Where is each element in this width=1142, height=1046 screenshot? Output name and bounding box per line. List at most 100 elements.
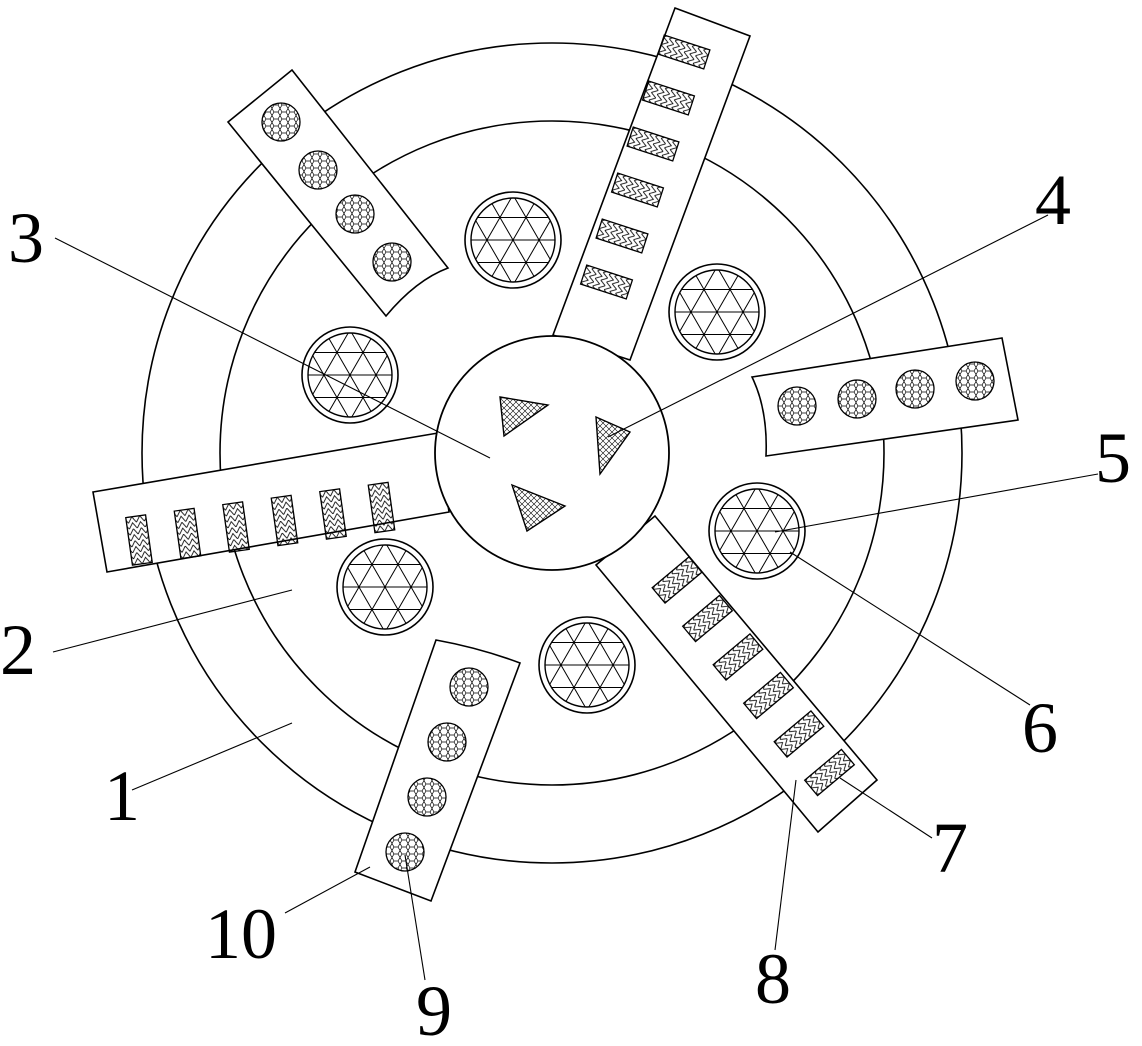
cable-4 xyxy=(336,538,434,636)
label-2: 2 xyxy=(0,610,36,690)
cable-group xyxy=(301,191,806,714)
strand-line xyxy=(369,545,427,629)
braid-slot xyxy=(595,218,649,254)
strand-line xyxy=(545,623,603,707)
leader-line-9 xyxy=(404,854,426,981)
braid-rect xyxy=(803,748,856,797)
strand-line xyxy=(571,623,629,707)
braid-rect xyxy=(651,555,703,605)
braid-slot xyxy=(626,126,680,162)
strand-line xyxy=(741,489,799,573)
cable-5 xyxy=(538,616,636,714)
core-triangle-1 xyxy=(499,396,550,438)
conductor-circle xyxy=(335,194,375,234)
braid-slot xyxy=(773,709,825,759)
conductor-circle xyxy=(895,369,935,409)
braid-slot xyxy=(579,264,634,300)
braid-rect xyxy=(173,507,202,560)
inner-ring xyxy=(219,120,885,786)
strand-line xyxy=(497,198,555,282)
fin-body xyxy=(226,68,450,318)
conductor-circle xyxy=(449,667,489,707)
fin-top xyxy=(551,6,752,361)
strand-line xyxy=(701,270,759,354)
leader-line-8 xyxy=(774,779,797,951)
conductor-circle xyxy=(298,150,338,190)
braid-slot xyxy=(125,514,153,566)
core-triangle-2 xyxy=(595,415,632,476)
strand-line xyxy=(545,623,603,707)
braid-slot xyxy=(641,80,696,116)
conductor-circle xyxy=(407,777,447,817)
leader-line-4 xyxy=(607,214,1049,438)
strand-line xyxy=(497,198,555,282)
label-1: 1 xyxy=(104,756,140,836)
strand-line xyxy=(701,270,759,354)
braid-slot xyxy=(681,594,734,643)
label-4: 4 xyxy=(1035,160,1071,240)
fin-left xyxy=(92,432,450,573)
strand-line xyxy=(471,198,529,282)
braid-slot xyxy=(222,501,250,553)
braid-rect xyxy=(367,481,396,534)
leader-line-3 xyxy=(54,237,491,459)
strand-line xyxy=(343,545,401,629)
braid-rect xyxy=(626,126,680,162)
strand-line xyxy=(741,489,799,573)
braid-rect xyxy=(125,514,153,566)
strand-line xyxy=(369,545,427,629)
strand-line xyxy=(471,198,529,282)
braid-slot xyxy=(712,632,764,682)
braid-slot xyxy=(742,671,795,720)
label-8: 8 xyxy=(755,939,791,1019)
cable-1 xyxy=(464,191,562,289)
braid-rect xyxy=(595,218,649,254)
conductor-circle xyxy=(955,361,995,401)
braid-rect xyxy=(712,632,764,682)
leader-line-5 xyxy=(774,473,1099,533)
strand-line xyxy=(308,333,366,417)
core-triangle-3 xyxy=(510,483,567,533)
strand-line xyxy=(334,333,392,417)
leader-line-6 xyxy=(789,551,1031,706)
cable-2 xyxy=(668,263,766,361)
strand-line xyxy=(715,489,773,573)
braid-slot xyxy=(657,34,711,70)
label-6: 6 xyxy=(1022,688,1058,768)
outer-ring xyxy=(141,42,963,864)
fin-bottom xyxy=(353,639,522,903)
strand-line xyxy=(715,489,773,573)
label-10: 10 xyxy=(205,894,277,974)
braid-slot xyxy=(651,555,703,605)
leader-line-10 xyxy=(284,866,371,914)
strand-line xyxy=(308,333,366,417)
leader-line-7 xyxy=(839,777,933,839)
braid-slot xyxy=(610,172,665,208)
strand-line xyxy=(571,623,629,707)
fin-body xyxy=(750,337,1019,457)
conductor-circle xyxy=(372,242,412,282)
central-core xyxy=(434,335,670,571)
label-9: 9 xyxy=(416,971,452,1046)
braid-slot xyxy=(173,507,202,560)
fin-body xyxy=(353,639,522,903)
strand-line xyxy=(675,270,733,354)
braid-rect xyxy=(222,501,250,553)
strand-line xyxy=(334,333,392,417)
core-triangles xyxy=(499,396,632,533)
fin-right xyxy=(750,337,1019,457)
strand-line xyxy=(675,270,733,354)
leader-line-2 xyxy=(52,589,293,653)
braid-slot xyxy=(270,494,299,547)
conductor-circle xyxy=(837,379,877,419)
braid-rect xyxy=(657,34,711,70)
conductor-circle xyxy=(261,102,301,142)
braid-slot xyxy=(803,748,856,797)
label-5: 5 xyxy=(1095,418,1131,498)
braid-rect xyxy=(270,494,299,547)
braid-rect xyxy=(742,671,795,720)
label-7: 7 xyxy=(932,808,968,888)
conductor-circle xyxy=(427,722,467,762)
leader-lines xyxy=(52,214,1099,981)
